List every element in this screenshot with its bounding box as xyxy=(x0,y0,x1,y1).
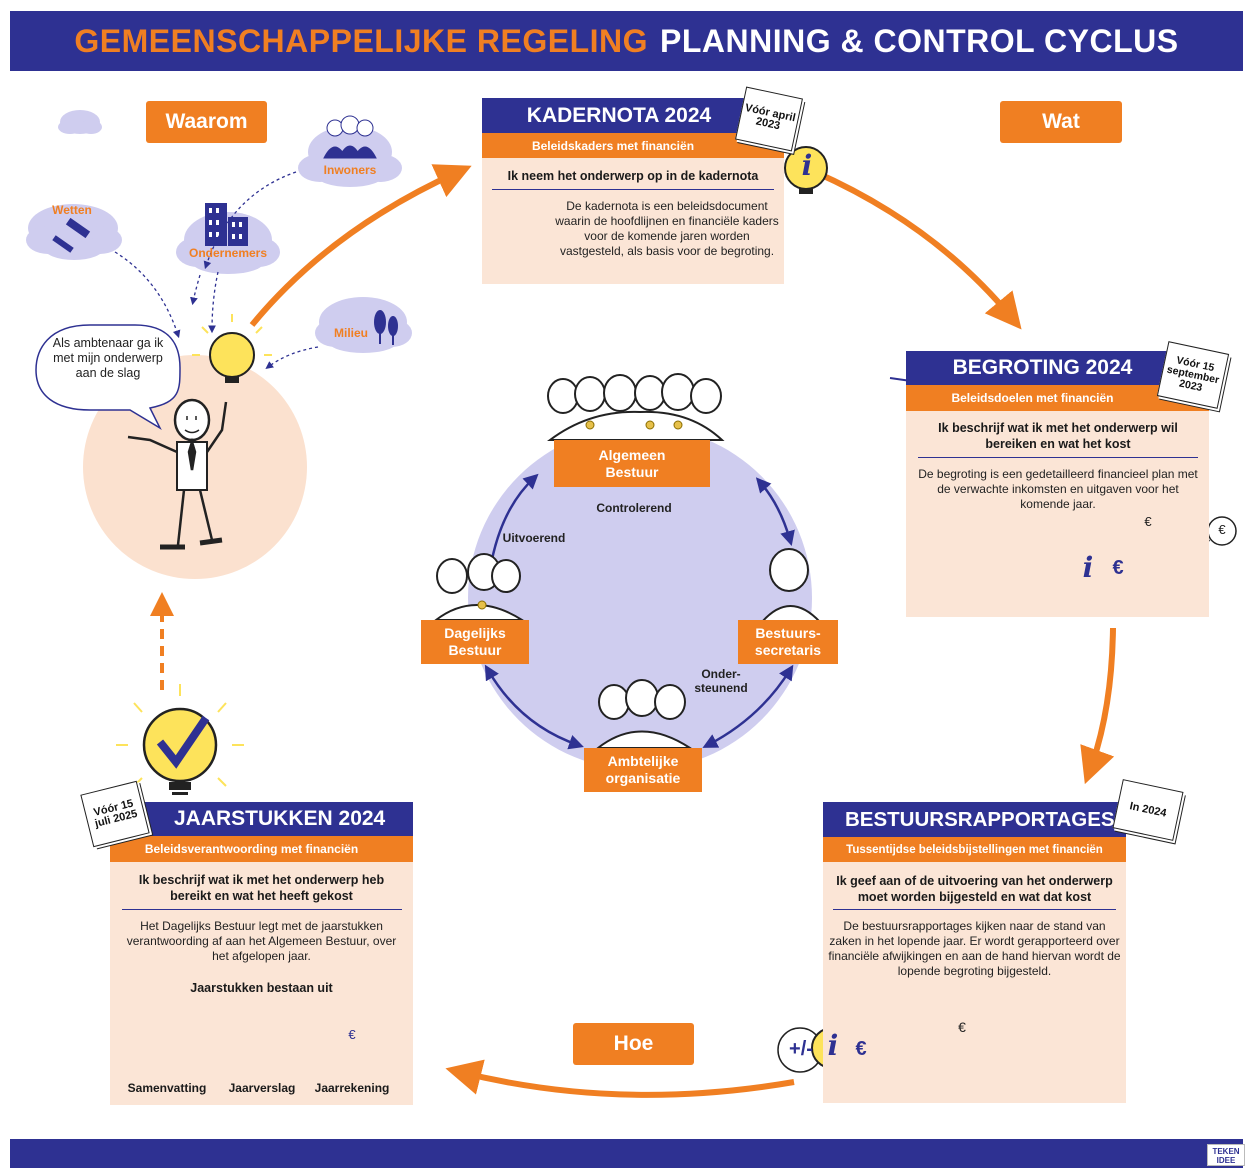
bestuursrapportages-statement: Ik geef aan of de uitvoering van het ond… xyxy=(836,874,1113,904)
begroting-description: De begroting is een gedetailleerd financ… xyxy=(918,467,1198,511)
jaarstukken-divider xyxy=(122,909,402,910)
bestuursrapportages-description: De bestuursrapportages kijken naar de st… xyxy=(828,919,1121,978)
begroting-coin-1-symbol: € xyxy=(1144,514,1152,529)
begroting-divider xyxy=(918,457,1198,458)
begroting-info-symbol: i xyxy=(1082,551,1094,584)
gavel-icon xyxy=(52,217,91,253)
kadernota-description: De kadernota is een beleidsdocument waar… xyxy=(555,199,779,258)
bestuursrapportages-title: BESTUURSRAPPORTAGES xyxy=(823,802,1126,837)
cloud-small xyxy=(58,110,102,134)
kadernota-divider xyxy=(492,189,774,190)
jaarstukken-description: Het Dagelijks Bestuur legt met de jaarst… xyxy=(126,919,397,963)
trees-icon xyxy=(374,310,398,345)
kadernota-calendar: Vóór april 2023 xyxy=(735,86,803,152)
tag-waarom: Waarom xyxy=(146,101,267,143)
kadernota-info-symbol: i xyxy=(801,149,813,182)
official-figure xyxy=(127,398,228,550)
jaarstukken-item-samenvatting: Samenvatting xyxy=(127,1081,207,1095)
begroting-title: BEGROTING 2024 xyxy=(906,351,1209,385)
jaarstukken-subtitle: Beleidsverantwoording met financiën xyxy=(110,836,413,862)
cloud-label-inwoners: Inwoners xyxy=(323,163,377,177)
jaarrekening-euro-symbol: € xyxy=(348,1027,356,1042)
kadernota-subtitle: Beleidskaders met financiën xyxy=(482,133,784,158)
jaarstukken-consists-of: Jaarstukken bestaan uit xyxy=(190,981,333,995)
jaarstukken-statement: Ik beschrijf wat ik met het onderwerp he… xyxy=(138,873,385,903)
tag-wat: Wat xyxy=(1000,101,1122,143)
begroting-statement: Ik beschrijf wat ik met het onderwerp wi… xyxy=(938,421,1178,451)
cloud-label-wetten: Wetten xyxy=(52,203,92,217)
idea-bulb-icon xyxy=(192,314,272,383)
role-dagelijks-bestuur: Dagelijks Bestuur xyxy=(421,620,529,664)
title-part1: GEMEENSCHAPPELIJKE REGELING xyxy=(74,22,648,59)
relation-ondersteunend: Onder-steunend xyxy=(694,667,748,695)
cloud-label-milieu: Milieu xyxy=(333,326,368,340)
cycle-arrow-to-begroting xyxy=(813,169,1022,330)
algemeen-bestuur-people xyxy=(546,373,725,441)
bestuursrapportages-coin-symbol: € xyxy=(958,1019,966,1035)
kadernota-title: KADERNOTA 2024 xyxy=(482,98,784,133)
speech-bubble-shape xyxy=(35,324,181,430)
buildings-icon xyxy=(205,203,248,246)
relation-uitvoerend: Uitvoerend xyxy=(502,531,566,545)
logo: TEKEN IDEE xyxy=(1207,1144,1245,1166)
bestuursrapportages-euro-symbol: € xyxy=(855,1038,867,1060)
footer-bar xyxy=(10,1139,1243,1168)
kadernota-statement: Ik neem het onderwerp op in de kadernota xyxy=(507,169,759,183)
bestuursrapportages-info-symbol: i xyxy=(827,1029,839,1062)
cycle-arrow-to-kadernota xyxy=(249,164,472,327)
speech-bubble-text: Als ambtenaar ga ik met mijn onderwerp a… xyxy=(52,336,164,380)
cycle-arrow-to-jaarstukken xyxy=(445,1059,795,1098)
bestuursrapportages-subtitle: Tussentijdse beleidsbijstellingen met fi… xyxy=(823,837,1126,862)
role-ambtelijke-organisatie: Ambtelijke organisatie xyxy=(584,748,702,792)
jaarstukken-item-jaarverslag: Jaarverslag xyxy=(228,1081,296,1095)
checkmark-bulb-icon xyxy=(116,684,244,795)
jaarstukken-title: JAARSTUKKEN 2024 xyxy=(110,802,413,836)
title-part2: PLANNING & CONTROL CYCLUS xyxy=(660,22,1179,59)
dagelijks-bestuur-people xyxy=(433,553,526,621)
role-algemeen-bestuur: Algemeen Bestuur xyxy=(554,440,710,487)
begroting-coin-2-symbol: € xyxy=(1218,522,1226,537)
tag-hoe: Hoe xyxy=(573,1023,694,1065)
relation-controlerend: Controlerend xyxy=(596,501,672,515)
ambtelijke-organisatie-people xyxy=(595,679,694,749)
begroting-euro-symbol: € xyxy=(1112,557,1124,579)
bestuursrapportages-divider xyxy=(833,909,1116,910)
role-bestuurssecretaris: Bestuurs-secretaris xyxy=(738,620,838,664)
people-icon xyxy=(323,115,377,159)
cycle-arrow-to-bestuursrapportages xyxy=(1080,627,1116,785)
jaarstukken-item-jaarrekening: Jaarrekening xyxy=(314,1081,390,1095)
info-bulb-kadernota-icon xyxy=(784,146,828,194)
title-banner: GEMEENSCHAPPELIJKE REGELING PLANNING & C… xyxy=(10,11,1243,71)
cloud-label-ondernemers: Ondernemers xyxy=(188,246,268,260)
plusminus-symbol: +/- xyxy=(789,1038,813,1060)
